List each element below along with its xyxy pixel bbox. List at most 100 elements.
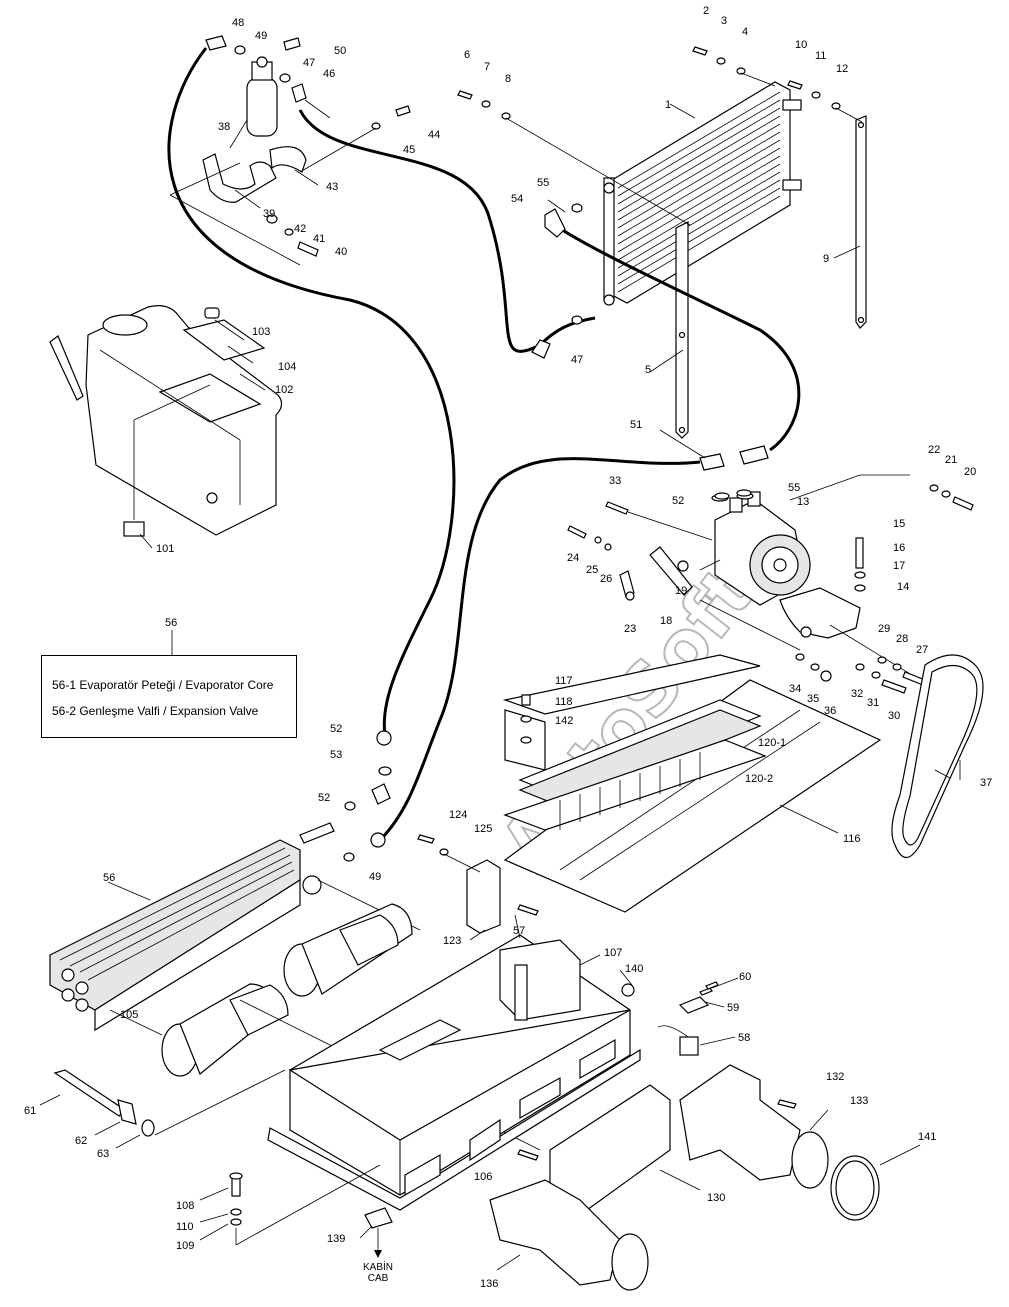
callout-54: 54	[511, 193, 523, 205]
callout-101: 101	[156, 543, 174, 555]
callout-56b: 56	[103, 872, 115, 884]
bracket-left	[675, 221, 689, 439]
callout-45: 45	[403, 144, 415, 156]
callout-40: 40	[335, 246, 347, 258]
heater-housing	[267, 834, 641, 1211]
water-valve	[53, 1069, 286, 1137]
callout-107: 107	[604, 947, 622, 959]
callout-22: 22	[928, 444, 940, 456]
callout-49: 49	[255, 30, 267, 42]
callout-52c: 52	[318, 792, 330, 804]
callout-46: 46	[323, 68, 335, 80]
callout-11: 11	[815, 50, 826, 62]
receiver-drier	[205, 35, 307, 137]
callout-41: 41	[313, 233, 325, 245]
callout-47b: 47	[571, 354, 583, 366]
callout-52: 52	[672, 495, 684, 507]
callout-33: 33	[609, 475, 621, 487]
callout-39: 39	[263, 208, 275, 220]
callout-49b: 49	[369, 871, 381, 883]
callout-106: 106	[474, 1171, 492, 1183]
callout-23: 23	[624, 623, 636, 635]
callout-26: 26	[600, 573, 612, 585]
callout-123: 123	[443, 935, 461, 947]
callout-142: 142	[555, 715, 573, 727]
callout-104: 104	[278, 361, 296, 373]
callout-117: 117	[555, 675, 573, 687]
callout-4: 4	[742, 26, 748, 38]
callout-62: 62	[75, 1135, 87, 1147]
evaporator-core	[49, 822, 421, 1032]
callout-109: 109	[176, 1240, 194, 1252]
compressor-mount	[619, 474, 921, 681]
callout-140: 140	[625, 963, 643, 975]
callout-5: 5	[645, 364, 651, 376]
callout-136: 136	[480, 1278, 498, 1290]
callout-3: 3	[721, 15, 727, 27]
callout-118: 118	[555, 696, 573, 708]
callout-42: 42	[294, 223, 306, 235]
callout-21: 21	[945, 454, 957, 466]
callout-29: 29	[878, 623, 890, 635]
callout-120-2: 120-2	[745, 773, 773, 785]
callout-19: 19	[675, 585, 687, 597]
callout-35: 35	[807, 693, 819, 705]
callout-8: 8	[505, 73, 511, 85]
callout-51: 51	[630, 419, 642, 431]
callout-25: 25	[586, 564, 598, 576]
callout-18: 18	[660, 615, 672, 627]
callout-53: 53	[330, 749, 342, 761]
callout-102: 102	[275, 384, 293, 396]
refrigerant-hoses	[167, 47, 801, 842]
evaporator-legend: 56-1 Evaporatör Peteği / Evaporator Core…	[41, 655, 297, 738]
callout-9: 9	[823, 253, 829, 265]
callout-15: 15	[893, 518, 905, 530]
legend-line-1: 56-1 Evaporatör Peteği / Evaporator Core	[52, 678, 274, 692]
cab-label-line2: CAB	[368, 1273, 389, 1284]
callout-7: 7	[484, 61, 490, 73]
callout-38: 38	[218, 121, 230, 133]
blower-motors	[161, 903, 541, 1151]
callout-2: 2	[703, 5, 709, 17]
callout-30: 30	[888, 710, 900, 722]
callout-44: 44	[428, 129, 440, 141]
drier-clamp	[169, 146, 307, 266]
callout-60: 60	[739, 971, 751, 983]
callout-50: 50	[334, 45, 346, 57]
callout-55b: 55	[788, 482, 800, 494]
callout-125: 125	[474, 823, 492, 835]
callout-108: 108	[176, 1200, 194, 1212]
callout-17: 17	[893, 560, 905, 572]
compressor	[711, 491, 811, 606]
callout-47: 47	[303, 57, 315, 69]
cab-label-line1: KABİN	[363, 1260, 393, 1273]
tank-switch	[123, 384, 211, 537]
callout-37: 37	[980, 777, 992, 789]
callout-141: 141	[918, 1131, 936, 1143]
callout-43: 43	[326, 181, 338, 193]
callout-61: 61	[24, 1105, 36, 1117]
washer-tank	[49, 305, 283, 536]
callout-16: 16	[893, 542, 905, 554]
callout-27: 27	[916, 644, 928, 656]
leader-lines	[39, 99, 961, 1271]
callout-132: 132	[826, 1071, 844, 1083]
callout-20: 20	[964, 466, 976, 478]
condenser	[603, 81, 802, 306]
callout-58: 58	[738, 1032, 750, 1044]
callout-133: 133	[850, 1095, 868, 1107]
callout-63: 63	[97, 1148, 109, 1160]
condenser-bolts	[457, 46, 863, 226]
callout-103: 103	[252, 326, 270, 338]
hose-fittings	[343, 203, 769, 862]
callout-124: 124	[449, 809, 467, 821]
callout-28: 28	[896, 633, 908, 645]
compressor-bolts	[567, 484, 974, 694]
air-filter-assembly	[502, 654, 882, 913]
callout-12: 12	[836, 63, 848, 75]
drive-belt	[891, 654, 984, 859]
thermostat-parts	[657, 981, 719, 1056]
callout-34: 34	[789, 683, 801, 695]
